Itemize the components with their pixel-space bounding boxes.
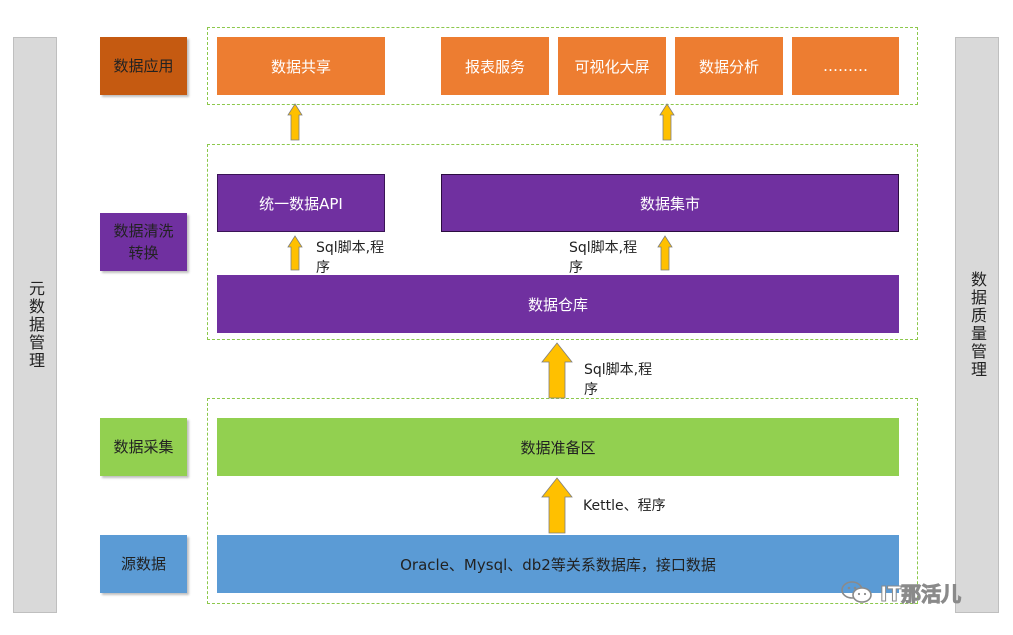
arrow-warehouse-to-api — [287, 235, 303, 271]
watermark-text: IT那活儿 — [879, 581, 962, 606]
unified-api-label: 统一数据API — [259, 194, 343, 213]
app-box-report-service-label: 报表服务 — [464, 57, 525, 76]
data-quality-label: 数据质量管理 — [968, 271, 987, 379]
staging-area-label: 数据准备区 — [520, 438, 596, 457]
api-sql-label: Sql脚本,程序 — [316, 240, 385, 276]
category-data-application: 数据应用 — [100, 37, 187, 95]
metadata-management-sidebar: 元数据管理 — [13, 37, 57, 613]
data-warehouse-label: 数据仓库 — [527, 295, 588, 314]
data-quality-sidebar: 数据质量管理 — [955, 37, 999, 613]
app-box-data-analysis-label: 数据分析 — [698, 57, 759, 76]
collection-layer-group — [207, 398, 918, 604]
category-source-data-label: 源数据 — [120, 555, 166, 573]
data-mart-label: 数据集市 — [639, 194, 700, 213]
wechat-icon — [841, 581, 872, 603]
app-box-visual-screen: 可视化大屏 — [558, 37, 666, 95]
app-box-data-analysis: 数据分析 — [675, 37, 783, 95]
category-data-collection-label: 数据采集 — [113, 438, 174, 456]
cleaning-layer-group — [207, 144, 918, 340]
category-source-data: 源数据 — [100, 535, 187, 593]
arrow-staging-to-warehouse — [541, 342, 573, 399]
app-box-data-sharing: 数据共享 — [217, 37, 385, 95]
source-data-label: Oracle、Mysql、db2等关系数据库，接口数据 — [400, 555, 716, 574]
app-box-more-label: ……… — [823, 57, 868, 75]
warehouse-sql-label: Sql脚本,程序 — [584, 362, 653, 398]
category-data-cleaning: 数据清洗转换 — [100, 213, 187, 271]
arrow-source-to-staging — [541, 477, 573, 534]
kettle-label: Kettle、程序 — [583, 498, 666, 514]
app-box-visual-screen-label: 可视化大屏 — [574, 57, 650, 76]
application-layer-group — [207, 27, 918, 105]
metadata-management-label: 元数据管理 — [26, 280, 45, 370]
arrow-mart-to-visual — [659, 103, 675, 141]
app-box-data-sharing-label: 数据共享 — [270, 57, 331, 76]
category-data-collection: 数据采集 — [100, 418, 187, 476]
app-box-report-service: 报表服务 — [441, 37, 549, 95]
arrow-warehouse-to-mart — [657, 235, 673, 271]
mart-sql-label: Sql脚本,程序 — [569, 240, 638, 276]
app-box-more: ……… — [792, 37, 899, 95]
data-warehouse-box: 数据仓库 — [217, 275, 899, 333]
data-mart-box: 数据集市 — [441, 174, 899, 232]
watermark: IT那活儿 — [840, 577, 990, 607]
unified-api-box: 统一数据API — [217, 174, 385, 232]
source-data-box: Oracle、Mysql、db2等关系数据库，接口数据 — [217, 535, 899, 593]
staging-area-box: 数据准备区 — [217, 418, 899, 476]
category-data-cleaning-label: 数据清洗转换 — [113, 222, 174, 262]
category-data-application-label: 数据应用 — [113, 57, 174, 75]
arrow-api-to-sharing — [287, 103, 303, 141]
